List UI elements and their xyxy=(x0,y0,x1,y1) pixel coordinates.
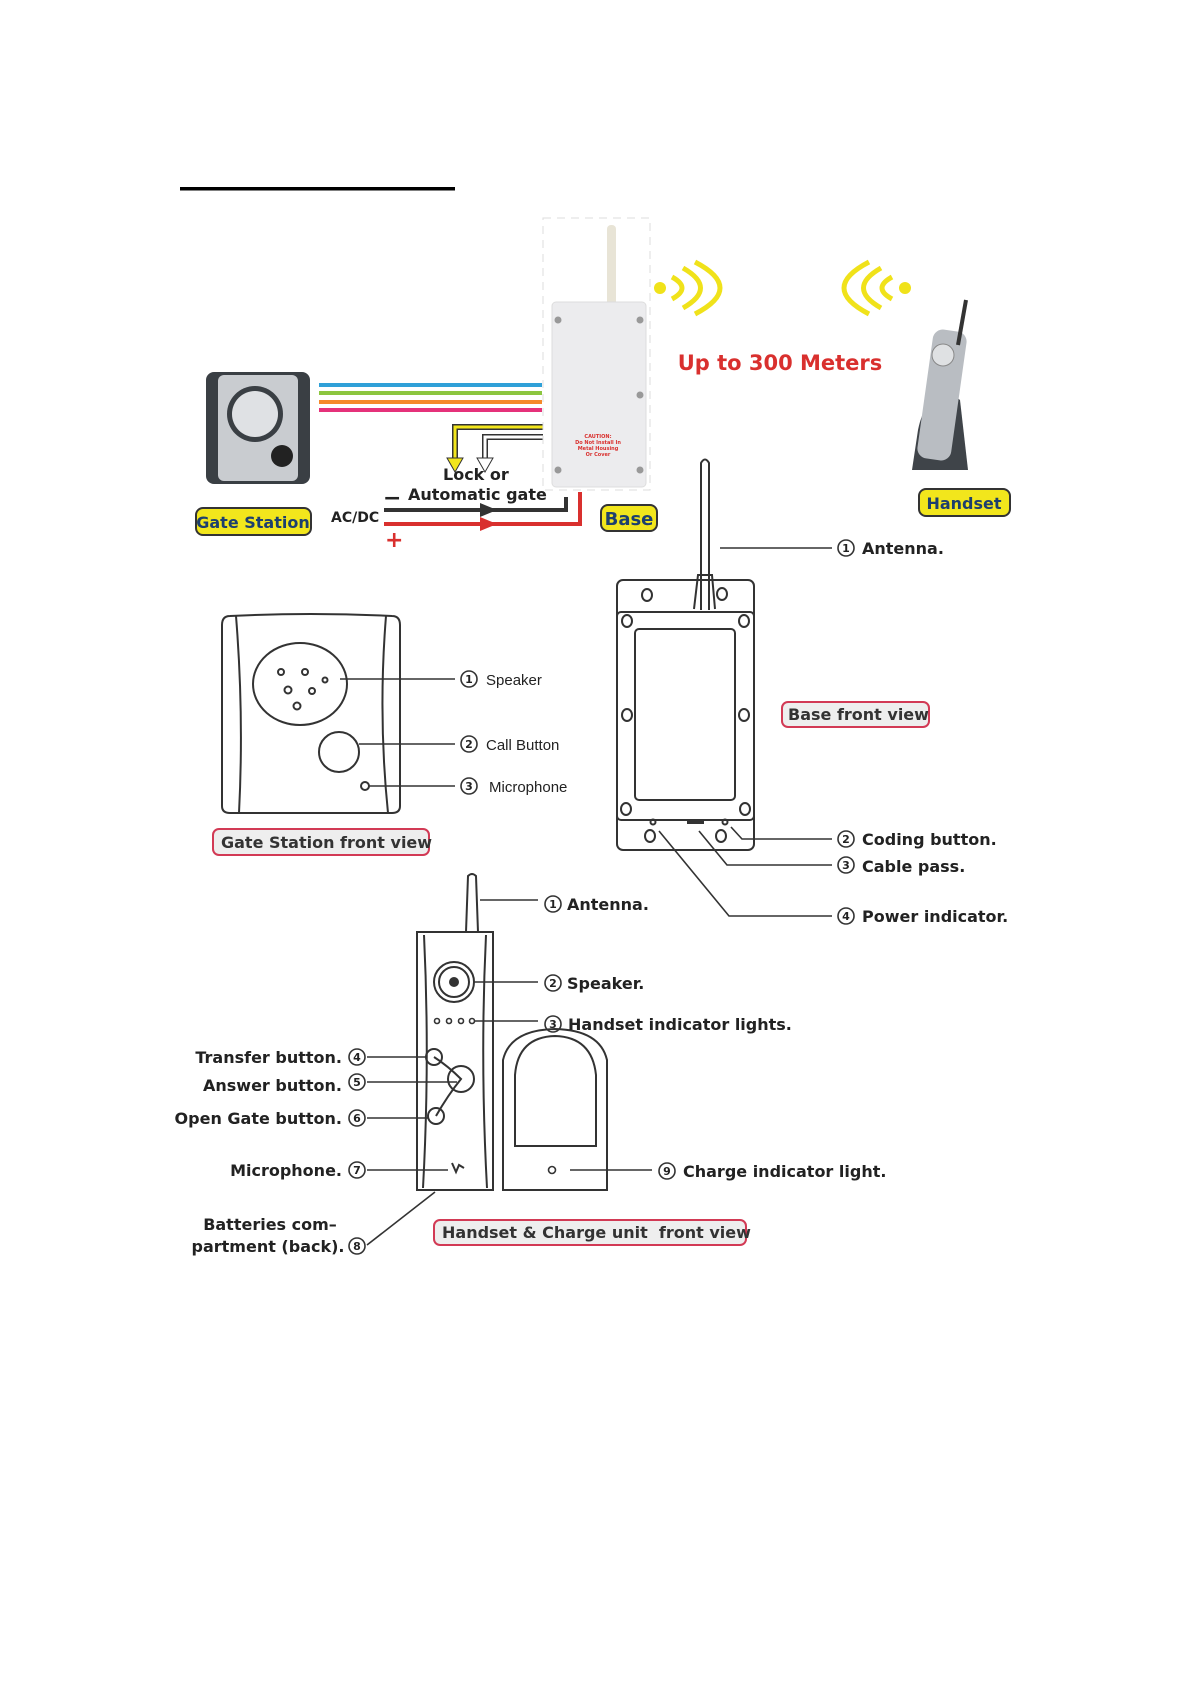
svg-text:3: 3 xyxy=(842,859,850,872)
svg-text:Speaker: Speaker xyxy=(486,672,542,689)
svg-text:Antenna.: Antenna. xyxy=(567,895,649,914)
lock-label: Lock or xyxy=(443,465,509,484)
svg-text:Base front view: Base front view xyxy=(788,705,929,724)
automatic-gate-label: Automatic gate xyxy=(408,485,547,504)
handset-callout-charge-light: 9 Charge indicator light. xyxy=(658,1162,886,1181)
svg-text:Cable pass.: Cable pass. xyxy=(862,857,965,876)
svg-text:1: 1 xyxy=(842,542,850,555)
lock-wires xyxy=(446,424,543,474)
gate-station-tag: Gate Station xyxy=(195,507,312,536)
gate-station-photo xyxy=(206,372,310,484)
svg-text:3: 3 xyxy=(465,780,473,793)
handset-front-title: Handset & Charge unit front view xyxy=(433,1219,751,1246)
base-front-drawing xyxy=(616,458,832,917)
acdc-label: AC/DC xyxy=(331,510,379,526)
handset-callout-transfer-button: Transfer button. 4 xyxy=(195,1048,366,1067)
gate-station-front-title: Gate Station front view xyxy=(212,828,432,856)
handset-callout-batteries: Batteries com– partment (back). 8 xyxy=(192,1215,366,1256)
svg-text:5: 5 xyxy=(353,1076,361,1089)
svg-text:Coding button.: Coding button. xyxy=(862,830,997,849)
handset-callout-open-gate-button: Open Gate button. 6 xyxy=(175,1109,366,1128)
svg-text:Handset indicator lights.: Handset indicator lights. xyxy=(568,1015,792,1034)
svg-text:2: 2 xyxy=(842,833,850,846)
handset-photo xyxy=(912,299,968,470)
svg-text:Open Gate button.: Open Gate button. xyxy=(175,1109,342,1128)
svg-text:Handset: Handset xyxy=(926,494,1001,513)
range-text: Up to 300 Meters xyxy=(678,351,883,375)
svg-text:Antenna.: Antenna. xyxy=(862,539,944,558)
svg-text:Power indicator.: Power indicator. xyxy=(862,907,1008,926)
base-callout-cable-pass: 3 Cable pass. xyxy=(837,856,965,876)
svg-text:Speaker.: Speaker. xyxy=(567,974,644,993)
svg-text:4: 4 xyxy=(842,910,850,923)
handset-callout-speaker: 2 Speaker. xyxy=(544,974,644,993)
gate-station-front-drawing xyxy=(221,613,455,814)
gate-callout-microphone: 3 Microphone xyxy=(460,777,567,796)
handset-callout-indicator-lights: 3 Handset indicator lights. xyxy=(544,1015,792,1034)
svg-text:partment (back).: partment (back). xyxy=(192,1237,345,1256)
base-callout-antenna: 1 Antenna. xyxy=(837,539,944,558)
svg-text:7: 7 xyxy=(353,1164,361,1177)
svg-text:1: 1 xyxy=(465,673,473,686)
svg-text:Base: Base xyxy=(605,509,654,530)
handset-callout-microphone: Microphone. 7 xyxy=(230,1161,366,1180)
power-wires xyxy=(384,492,582,531)
svg-text:2: 2 xyxy=(465,738,473,751)
signal-wires xyxy=(319,383,542,412)
heading-underline xyxy=(180,187,455,191)
svg-text:Microphone: Microphone xyxy=(489,779,567,796)
base-callout-power-indicator: 4 Power indicator. xyxy=(837,907,1008,926)
svg-text:3: 3 xyxy=(549,1018,557,1031)
handset-callout-antenna: 1 Antenna. xyxy=(544,895,649,914)
svg-text:Handset & Charge unit front v: Handset & Charge unit front view xyxy=(442,1223,751,1242)
plus-sign: + xyxy=(385,528,403,553)
minus-sign: − xyxy=(383,486,401,511)
svg-text:Gate Station front view: Gate Station front view xyxy=(221,833,432,852)
svg-text:Call Button: Call Button xyxy=(486,737,559,754)
svg-text:4: 4 xyxy=(353,1051,361,1064)
handset-front-drawing xyxy=(366,873,652,1246)
handset-callout-answer-button: Answer button. 5 xyxy=(203,1073,366,1095)
handset-tag: Handset xyxy=(918,488,1011,517)
svg-text:Batteries com–: Batteries com– xyxy=(203,1215,337,1234)
base-callout-coding-button: 2 Coding button. xyxy=(837,830,997,849)
svg-text:Answer button.: Answer button. xyxy=(203,1076,342,1095)
gate-callout-call-button: 2 Call Button xyxy=(460,735,559,754)
base-front-title: Base front view xyxy=(781,701,930,728)
svg-text:9: 9 xyxy=(663,1165,671,1178)
svg-text:1: 1 xyxy=(549,898,557,911)
svg-text:6: 6 xyxy=(353,1112,361,1125)
svg-text:Gate Station: Gate Station xyxy=(196,513,309,532)
svg-text:2: 2 xyxy=(549,977,557,990)
svg-text:8: 8 xyxy=(353,1240,361,1253)
svg-text:Microphone.: Microphone. xyxy=(230,1161,342,1180)
base-tag: Base xyxy=(600,504,658,532)
wireless-signal-icon xyxy=(654,259,911,317)
svg-text:Transfer button.: Transfer button. xyxy=(195,1048,342,1067)
gate-callout-speaker: 1 Speaker xyxy=(460,670,542,689)
svg-text:Charge indicator light.: Charge indicator light. xyxy=(683,1162,886,1181)
